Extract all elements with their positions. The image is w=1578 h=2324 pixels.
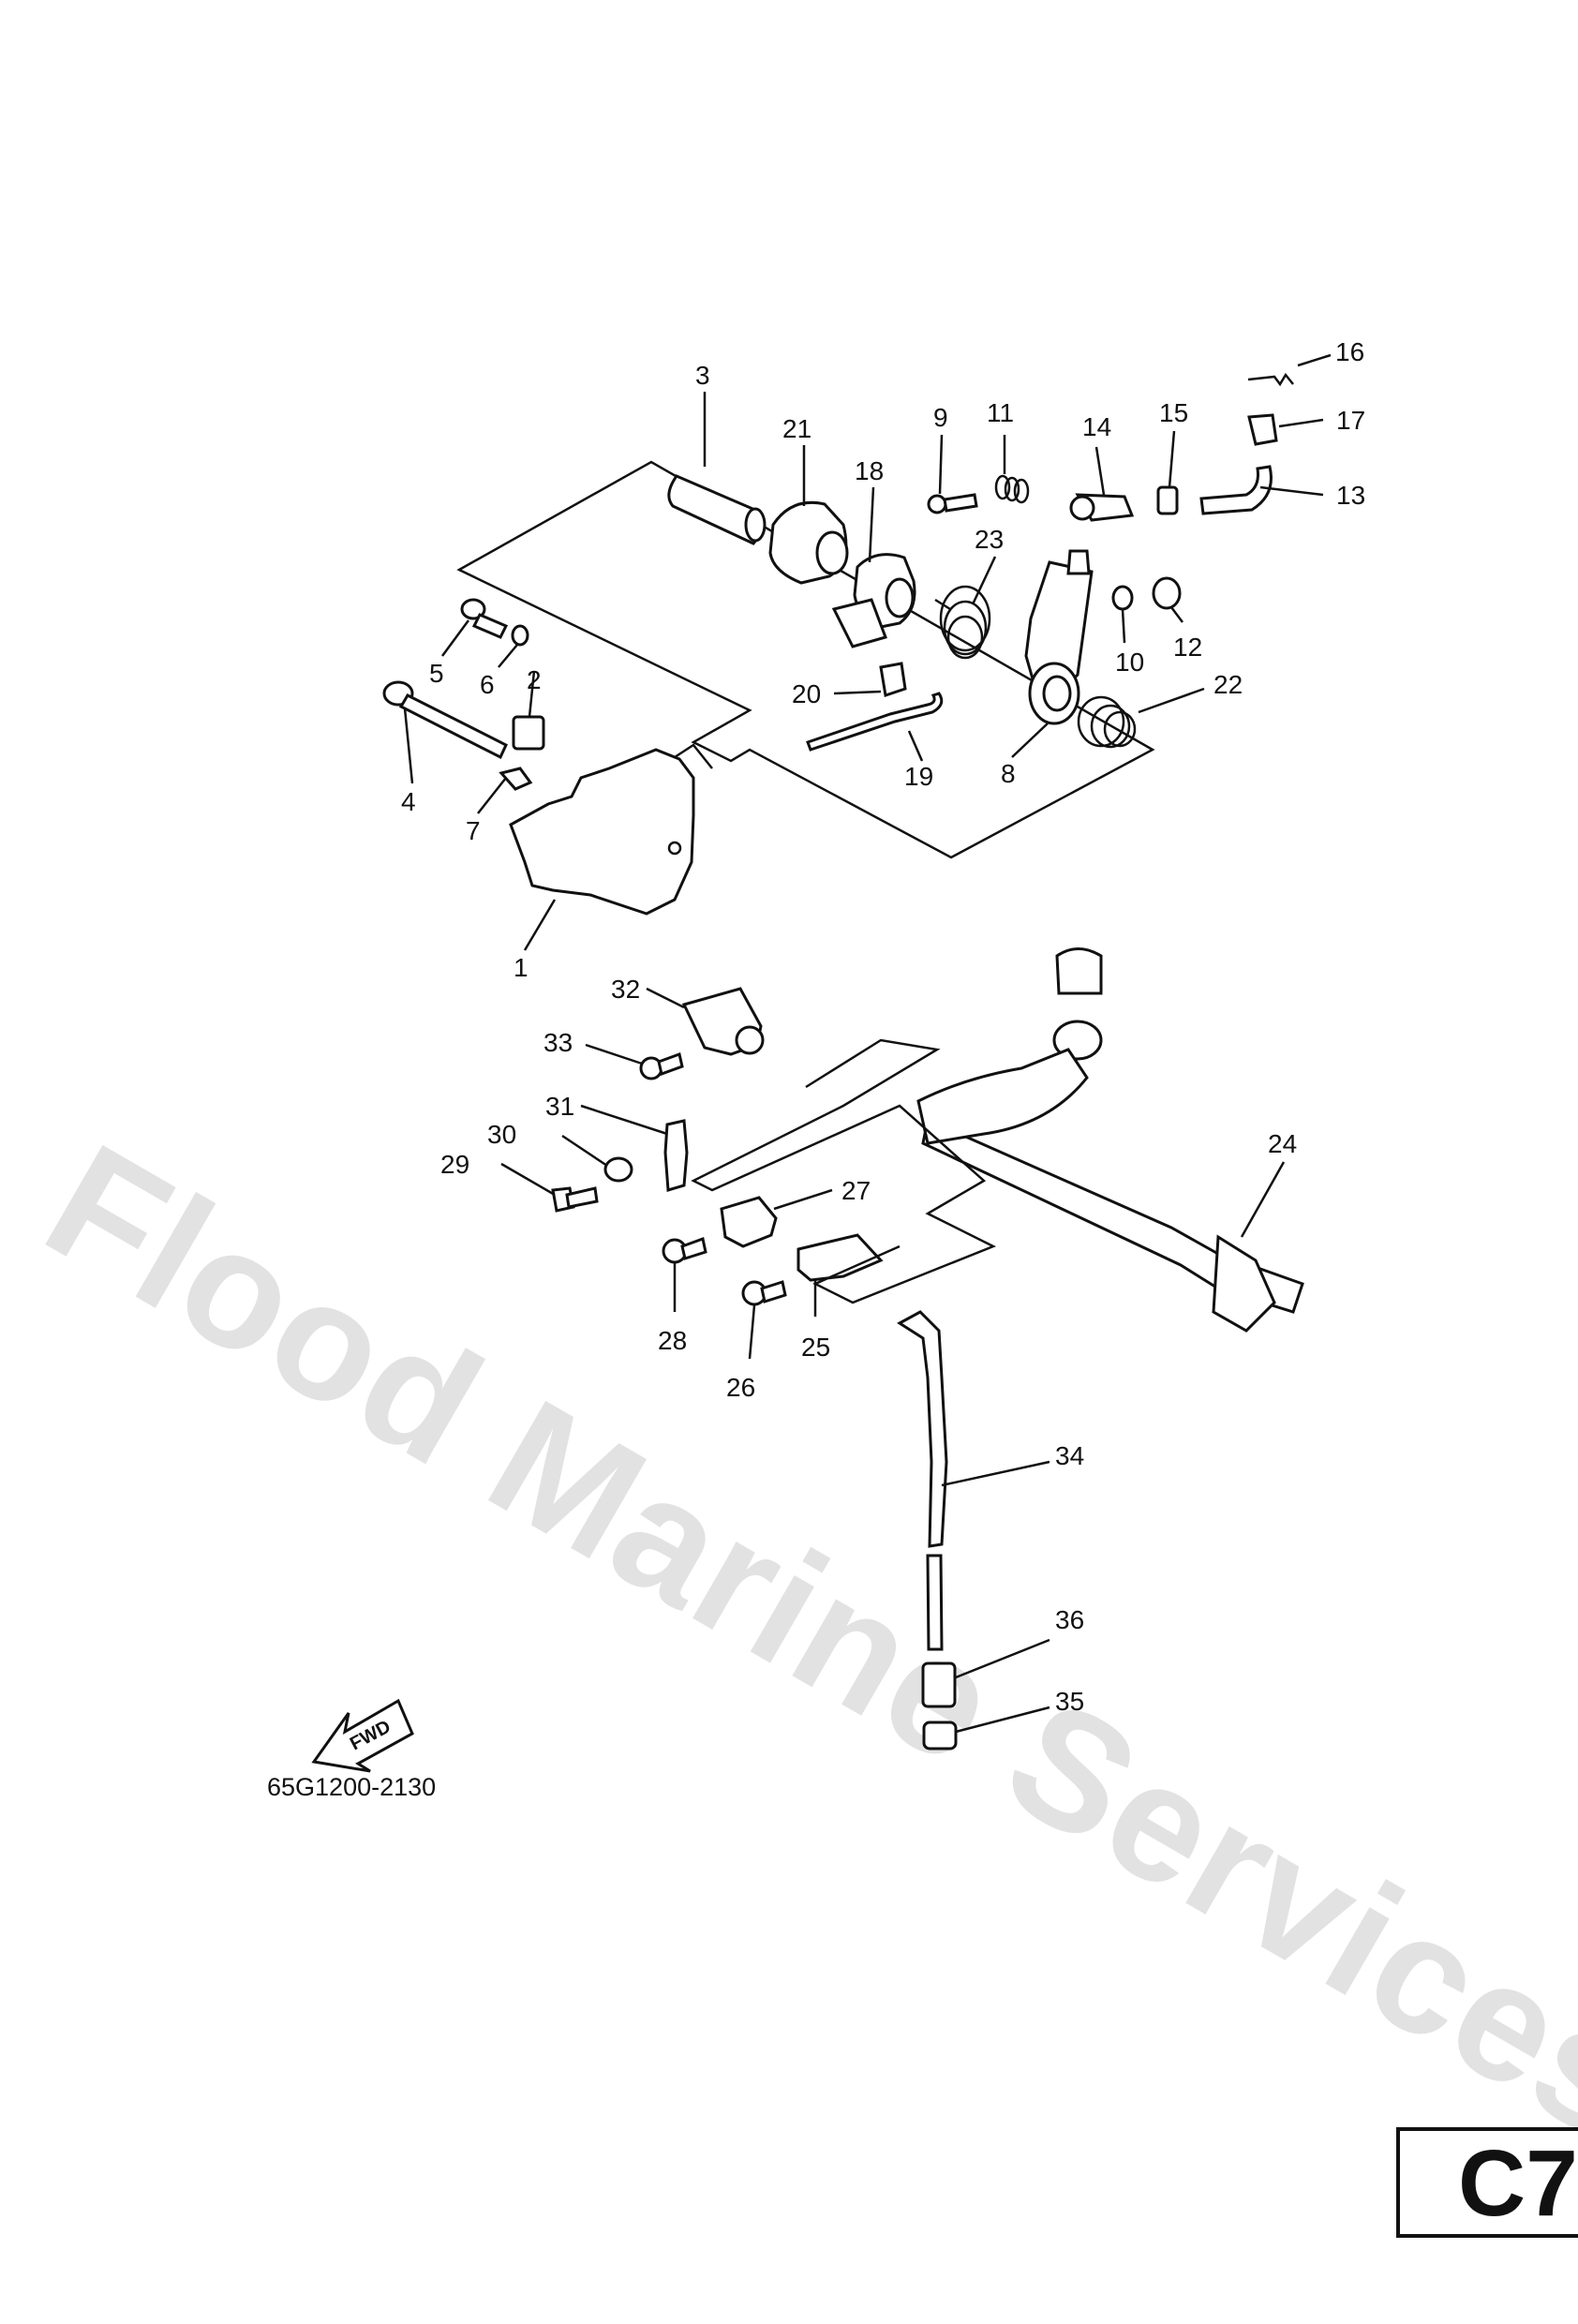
part-1-bracket: [509, 743, 713, 916]
part-21-collar: [768, 500, 849, 585]
callout-34: 34: [1055, 1441, 1084, 1470]
part-32-bracket: [681, 987, 765, 1056]
callout-labels: 1 2 3 4 5 6 7 8 9 10 11 12 13 14 15 16 1…: [401, 337, 1365, 1716]
callout-31: 31: [545, 1092, 574, 1121]
callout-7: 7: [466, 816, 481, 845]
part-19-rod: [806, 692, 944, 752]
part-12-bushing: [1152, 576, 1182, 610]
callout-25: 25: [801, 1333, 830, 1362]
callout-9: 9: [933, 403, 948, 432]
part-27-block: [720, 1196, 778, 1248]
callout-17: 17: [1336, 406, 1365, 435]
callout-32: 32: [611, 975, 640, 1004]
callout-1: 1: [514, 953, 528, 982]
part-10-washer: [1111, 585, 1134, 611]
leader-lines: [403, 353, 1332, 1734]
diagram-code: 65G1200-2130: [267, 1773, 437, 1801]
part-26-screw: [741, 1280, 787, 1306]
part-34-rod: [897, 1310, 948, 1651]
part-9-screw: [927, 493, 978, 514]
callout-18: 18: [855, 456, 884, 485]
part-15-nut: [1156, 485, 1179, 515]
part-17-clamp: [1247, 413, 1278, 446]
callout-16: 16: [1335, 337, 1364, 366]
callout-12: 12: [1173, 633, 1202, 662]
part-18-collar: [831, 553, 916, 648]
callout-3: 3: [695, 361, 710, 390]
part-20-clip: [879, 662, 907, 697]
callout-11: 11: [987, 398, 1014, 427]
callout-24: 24: [1268, 1129, 1297, 1158]
part-5-bolt: [460, 598, 509, 639]
callout-29: 29: [440, 1150, 469, 1179]
callout-30: 30: [487, 1120, 516, 1149]
callout-15: 15: [1159, 398, 1188, 427]
page-badge: C7: [1396, 2127, 1578, 2238]
part-24-lever: [916, 947, 1304, 1333]
part-33-bolt: [639, 1052, 684, 1080]
part-6-washer: [511, 624, 529, 647]
part-22-spring: [1077, 695, 1137, 749]
callout-10: 10: [1115, 648, 1144, 677]
part-16-clip: [1247, 372, 1294, 387]
callout-35: 35: [1055, 1687, 1084, 1716]
page-label: C7: [1458, 2131, 1578, 2236]
callout-4: 4: [401, 787, 416, 816]
fwd-arrow: FWD: [311, 1698, 414, 1773]
lower-assembly-outline: [691, 1038, 997, 1304]
callout-5: 5: [429, 659, 444, 688]
part-7-clip: [499, 767, 533, 791]
callout-13: 13: [1336, 481, 1365, 510]
callout-36: 36: [1055, 1605, 1084, 1634]
part-25-holder: [796, 1233, 884, 1282]
callout-19: 19: [904, 762, 933, 791]
callout-23: 23: [975, 525, 1004, 554]
callout-20: 20: [792, 679, 821, 708]
callout-26: 26: [726, 1373, 755, 1402]
callout-14: 14: [1082, 412, 1111, 441]
part-8-lever: [1024, 549, 1094, 725]
callout-8: 8: [1001, 759, 1016, 788]
part-35-nut: [922, 1721, 958, 1750]
callout-27: 27: [841, 1176, 871, 1205]
part-30-washer: [603, 1156, 633, 1183]
part-14-joint: [1069, 493, 1135, 522]
part-28-screw: [662, 1237, 707, 1264]
callout-2: 2: [527, 665, 542, 694]
part-11-spring: [994, 474, 1030, 504]
part-2-collar: [512, 715, 545, 751]
part-23-spring: [934, 585, 991, 660]
callout-33: 33: [543, 1028, 573, 1057]
callout-6: 6: [480, 670, 495, 699]
part-3-sleeve: [667, 474, 767, 545]
part-31-plate: [663, 1119, 689, 1192]
part-29-bolt: [551, 1186, 599, 1213]
part-4-bolt: [382, 680, 508, 760]
callout-28: 28: [658, 1326, 687, 1355]
part-36-spacer: [921, 1661, 957, 1708]
callout-21: 21: [782, 414, 811, 443]
callout-22: 22: [1213, 670, 1243, 699]
part-13-elbow: [1199, 465, 1273, 515]
